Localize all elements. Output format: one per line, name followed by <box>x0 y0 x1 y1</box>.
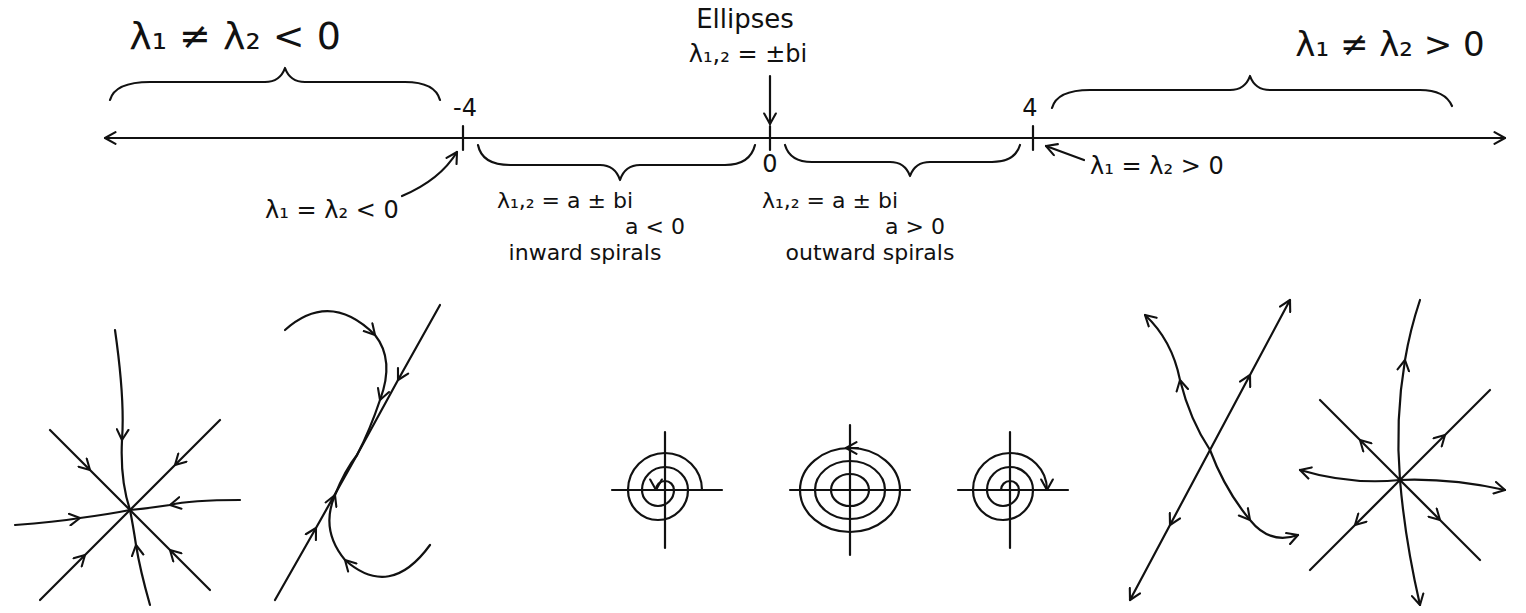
trajectory <box>1320 400 1400 480</box>
trajectory <box>1398 300 1420 480</box>
trajectory <box>1400 480 1480 560</box>
trajectory <box>115 330 130 510</box>
number-line <box>105 137 1505 139</box>
brace <box>478 145 755 180</box>
trajectory <box>1145 315 1210 450</box>
portrait-type-label: outward spirals <box>786 240 955 266</box>
eigenvalue-label: λ₁ = λ₂ > 0 <box>1090 152 1224 181</box>
trajectory <box>285 311 386 455</box>
eigenvalue-label: λ₁,₂ = ±bi <box>689 40 807 69</box>
brace <box>110 68 440 100</box>
orbit-arrow <box>846 447 858 449</box>
condition-label: a < 0 <box>625 214 685 240</box>
trajectory <box>1210 450 1298 538</box>
orbit <box>815 461 885 519</box>
trajectory <box>1400 480 1505 490</box>
condition-label: a > 0 <box>885 214 945 240</box>
trajectory <box>15 510 130 525</box>
tick-mark <box>769 126 771 150</box>
tick-label: 0 <box>762 150 777 179</box>
inward-spiral-portrait <box>612 432 722 548</box>
trajectory <box>1300 470 1400 481</box>
orbit <box>831 474 869 506</box>
portrait-type-label: inward spirals <box>509 240 662 266</box>
portrait-type-label: Ellipses <box>696 4 794 35</box>
brace <box>1052 76 1452 108</box>
trajectory <box>130 510 150 605</box>
trajectory <box>357 305 440 455</box>
stable-node-portrait <box>15 330 240 605</box>
unstable-node-portrait <box>1300 300 1505 605</box>
degenerate-unstable-portrait <box>1130 300 1298 600</box>
axis <box>958 489 1068 491</box>
tick-mark <box>462 126 464 150</box>
trajectory <box>50 430 130 510</box>
trajectory <box>1400 480 1420 605</box>
outward-spiral-portrait <box>958 432 1068 548</box>
axis <box>1009 432 1011 548</box>
trajectory <box>1400 390 1490 480</box>
spiral <box>973 453 1047 520</box>
eigenvalue-label: λ₁ ≠ λ₂ > 0 <box>1295 24 1484 65</box>
center-portrait <box>790 425 910 555</box>
axis <box>664 432 666 548</box>
pointer-arrow <box>769 76 771 124</box>
eigenvalue-label: λ₁ = λ₂ < 0 <box>265 196 399 225</box>
degenerate-stable-portrait <box>275 305 440 600</box>
eigenvalue-label: λ₁,₂ = a ± bi <box>497 188 633 214</box>
trajectory <box>130 500 240 510</box>
tick-mark <box>1032 126 1034 150</box>
pointer-arrow <box>1046 146 1084 160</box>
trajectory <box>275 455 357 600</box>
eigenvalue-label: λ₁,₂ = a ± bi <box>762 188 898 214</box>
axis <box>849 425 851 555</box>
brace <box>785 145 1020 176</box>
pointer-arrow <box>402 152 457 196</box>
trajectory <box>1210 300 1290 450</box>
trajectory <box>130 420 220 510</box>
trajectory <box>1130 450 1210 600</box>
spiral <box>628 453 702 520</box>
orbit <box>800 448 900 532</box>
trajectory <box>1310 480 1400 570</box>
trajectory <box>40 510 130 600</box>
eigenvalue-label: λ₁ ≠ λ₂ < 0 <box>129 14 341 60</box>
trajectory <box>329 455 430 577</box>
tick-label: -4 <box>453 94 477 123</box>
tick-label: 4 <box>1022 94 1037 123</box>
